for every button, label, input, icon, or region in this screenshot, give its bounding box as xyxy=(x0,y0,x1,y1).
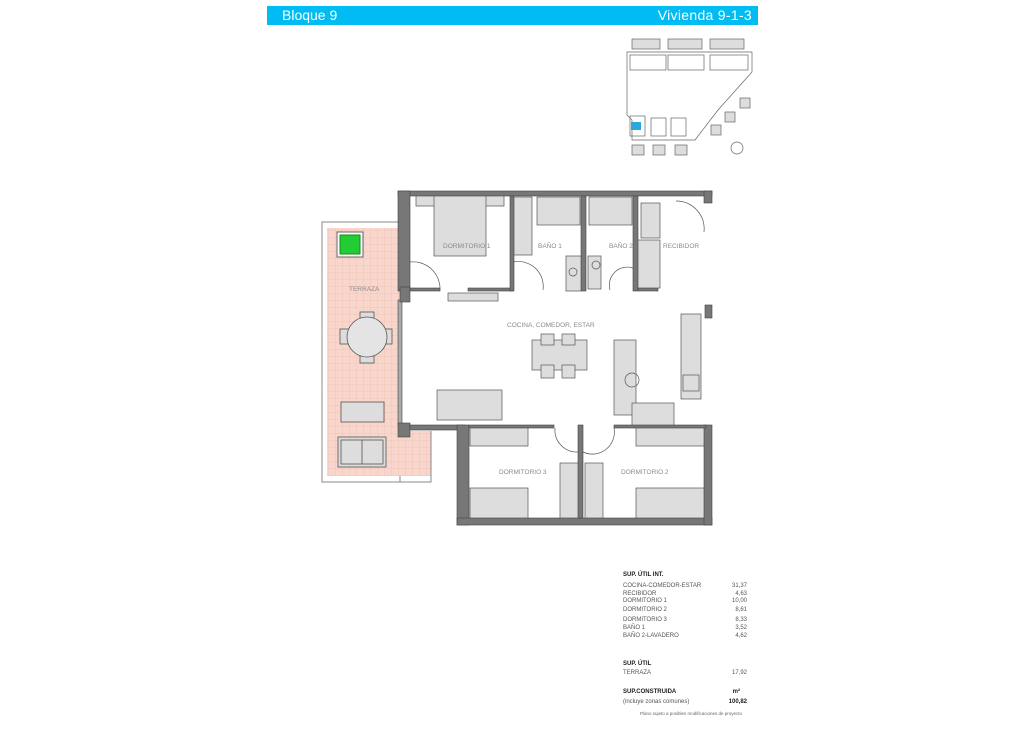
area-row-name: COCINA-COMEDOR-ESTAR xyxy=(623,583,702,589)
area-row-name: DORMITORIO 1 xyxy=(623,598,667,604)
area-row-value: 4,62 xyxy=(735,633,747,639)
room-label-cocina: COCINA, COMEDOR, ESTAR xyxy=(507,322,595,329)
area-row-name: DORMITORIO 2 xyxy=(623,607,667,613)
terraza-value: 17,92 xyxy=(731,670,747,676)
room-label-dormitorio-2: DORMITORIO 2 xyxy=(621,469,669,476)
terrace-sofa xyxy=(337,436,387,468)
room-label-recibidor: RECIBIDOR xyxy=(663,243,699,250)
area-row-name: BAÑO 1 xyxy=(623,625,646,631)
room-label-dormitorio-3: DORMITORIO 3 xyxy=(499,469,547,476)
built-title: SUP.CONSTRUIDA xyxy=(623,689,677,695)
built-note: (incluye zonas comunes) xyxy=(623,699,690,705)
header-bar: Bloque 9 Vivienda 9-1-3 xyxy=(267,6,758,25)
unit-title: Vivienda 9-1-3 xyxy=(657,7,752,23)
round-table xyxy=(339,311,393,364)
area-row-name: RECIBIDOR xyxy=(623,591,657,597)
area-row-value: 8,33 xyxy=(735,617,747,623)
walls xyxy=(397,190,713,526)
room-label-terraza: TERRAZA xyxy=(349,286,380,293)
furniture xyxy=(415,195,705,519)
area-row-value: 4,63 xyxy=(735,591,747,597)
terraza-name: TERRAZA xyxy=(623,670,652,676)
unit-label: m² xyxy=(732,689,740,695)
built-value: 100,82 xyxy=(728,699,747,705)
interior-title: SUP. ÚTIL INT. xyxy=(623,572,664,578)
area-row-value: 10,00 xyxy=(731,598,747,604)
area-row-value: 3,52 xyxy=(735,625,747,631)
key-plan xyxy=(626,38,753,156)
util-title: SUP. ÚTIL xyxy=(623,661,652,667)
area-row-name: BAÑO 2-LAVADERO xyxy=(623,633,679,639)
room-label-bano-1: BAÑO 1 xyxy=(538,241,562,250)
terrace-bench xyxy=(340,401,385,423)
area-row-value: 8,61 xyxy=(735,607,747,613)
room-label-bano-2: BAÑO 2 xyxy=(609,241,633,250)
block-title: Bloque 9 xyxy=(282,7,338,23)
room-label-dormitorio-1: DORMITORIO 1 xyxy=(443,243,491,250)
area-row-value: 31,37 xyxy=(731,583,747,589)
disclaimer: Plano sujeto a posibles modificaciones d… xyxy=(640,711,743,716)
door-swings xyxy=(409,200,705,455)
area-row-name: DORMITORIO 3 xyxy=(623,617,667,623)
